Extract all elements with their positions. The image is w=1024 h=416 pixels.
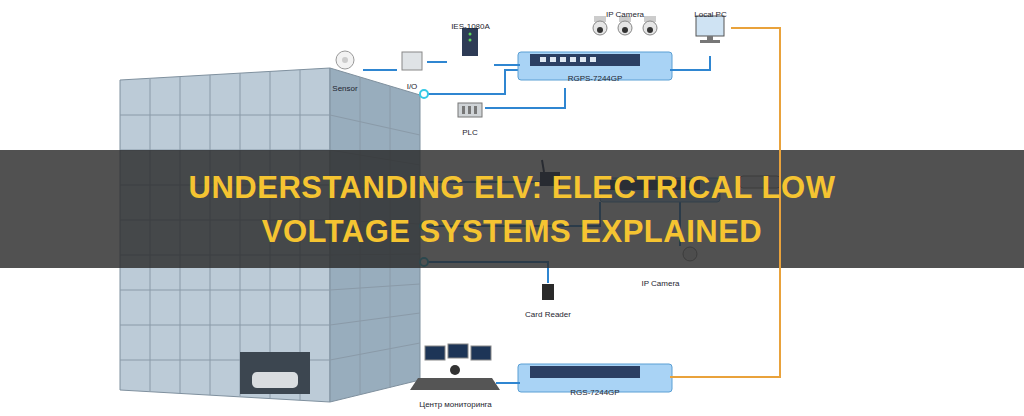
device-node: Local PC bbox=[690, 2, 731, 56]
camera-lens bbox=[597, 27, 603, 33]
title-band bbox=[0, 150, 1024, 268]
monitoring-station-icon bbox=[410, 344, 500, 390]
sensor-icon bbox=[336, 51, 354, 69]
switch-port bbox=[570, 57, 576, 62]
industrial-switch bbox=[462, 28, 478, 56]
device-node: IP Camera bbox=[637, 271, 684, 291]
device-node: I/O bbox=[397, 46, 427, 94]
monitor-screen bbox=[448, 344, 468, 358]
switch-port bbox=[590, 57, 596, 62]
operator bbox=[450, 365, 460, 375]
switch-tray bbox=[518, 364, 672, 392]
switch-port bbox=[540, 57, 546, 62]
device-node: RGPS-7244GP bbox=[520, 52, 670, 88]
network-cable bbox=[427, 61, 447, 63]
device-label: IP Camera bbox=[641, 279, 679, 289]
switch-port bbox=[560, 57, 566, 62]
device-label: IES-1080A bbox=[451, 22, 490, 32]
smoke-sensor bbox=[336, 51, 354, 69]
title-text: UNDERSTANDING ELV: ELECTRICAL LOW VOLTAG… bbox=[152, 166, 872, 254]
floor-line bbox=[120, 325, 330, 326]
camera-lens bbox=[647, 27, 653, 33]
network-cable bbox=[496, 382, 520, 384]
floor-line bbox=[330, 115, 420, 135]
pc-icon bbox=[696, 16, 724, 43]
network-cable bbox=[485, 88, 565, 108]
network-cable bbox=[494, 64, 520, 66]
cable-port bbox=[420, 90, 428, 98]
pc-stand bbox=[707, 36, 713, 40]
dome-camera bbox=[643, 21, 657, 35]
pc-base bbox=[700, 40, 720, 43]
floor-line bbox=[330, 313, 420, 325]
plc-unit bbox=[458, 103, 482, 117]
status-led bbox=[469, 33, 472, 36]
floor-line bbox=[120, 290, 330, 291]
device-label: PLC bbox=[462, 128, 478, 138]
plc-slot bbox=[462, 106, 465, 114]
floor-line bbox=[120, 115, 330, 116]
dome-camera bbox=[593, 21, 607, 35]
switch-port bbox=[550, 57, 556, 62]
device-label: IP Camera bbox=[606, 10, 644, 20]
network-cable bbox=[363, 69, 397, 71]
switch-port bbox=[580, 57, 586, 62]
card-reader-icon bbox=[542, 284, 554, 300]
device-node: RGS-7244GP bbox=[520, 364, 670, 402]
monitor-screen bbox=[425, 346, 445, 360]
network-cable bbox=[420, 70, 519, 94]
device-node: PLC bbox=[455, 100, 485, 140]
device-node: Центр мониторинга bbox=[415, 338, 496, 412]
floor-line bbox=[330, 284, 420, 290]
floor-line bbox=[330, 343, 420, 360]
device-label: Local PC bbox=[694, 10, 726, 20]
dome-camera bbox=[618, 21, 632, 35]
industrial-switch-icon bbox=[462, 28, 478, 56]
plc-icon bbox=[458, 103, 482, 117]
device-node: IES-1080A bbox=[447, 14, 494, 78]
network-cable bbox=[670, 56, 710, 70]
device-label: RGS-7244GP bbox=[570, 388, 619, 398]
device-label: Центр мониторинга bbox=[419, 400, 492, 410]
device-node: Sensor bbox=[327, 46, 363, 96]
monitor-screen bbox=[471, 346, 491, 360]
device-node: IP Camera bbox=[590, 2, 660, 52]
io-module-icon bbox=[402, 52, 422, 70]
parked-car bbox=[252, 372, 298, 388]
switch-icon bbox=[518, 364, 672, 392]
control-desk bbox=[410, 378, 500, 390]
device-label: Sensor bbox=[332, 84, 357, 94]
device-node: Card Reader bbox=[521, 282, 575, 322]
status-led bbox=[469, 39, 472, 42]
device-label: RGPS-7244GP bbox=[568, 74, 623, 84]
switch-unit bbox=[530, 366, 640, 378]
switch-unit bbox=[530, 54, 640, 66]
device-label: Card Reader bbox=[525, 310, 571, 320]
device-label: I/O bbox=[407, 82, 418, 92]
garage-opening bbox=[240, 352, 310, 394]
plc-slot bbox=[474, 106, 477, 114]
smoke-sensor bbox=[342, 57, 348, 63]
camera-lens bbox=[622, 27, 628, 33]
plc-slot bbox=[468, 106, 471, 114]
